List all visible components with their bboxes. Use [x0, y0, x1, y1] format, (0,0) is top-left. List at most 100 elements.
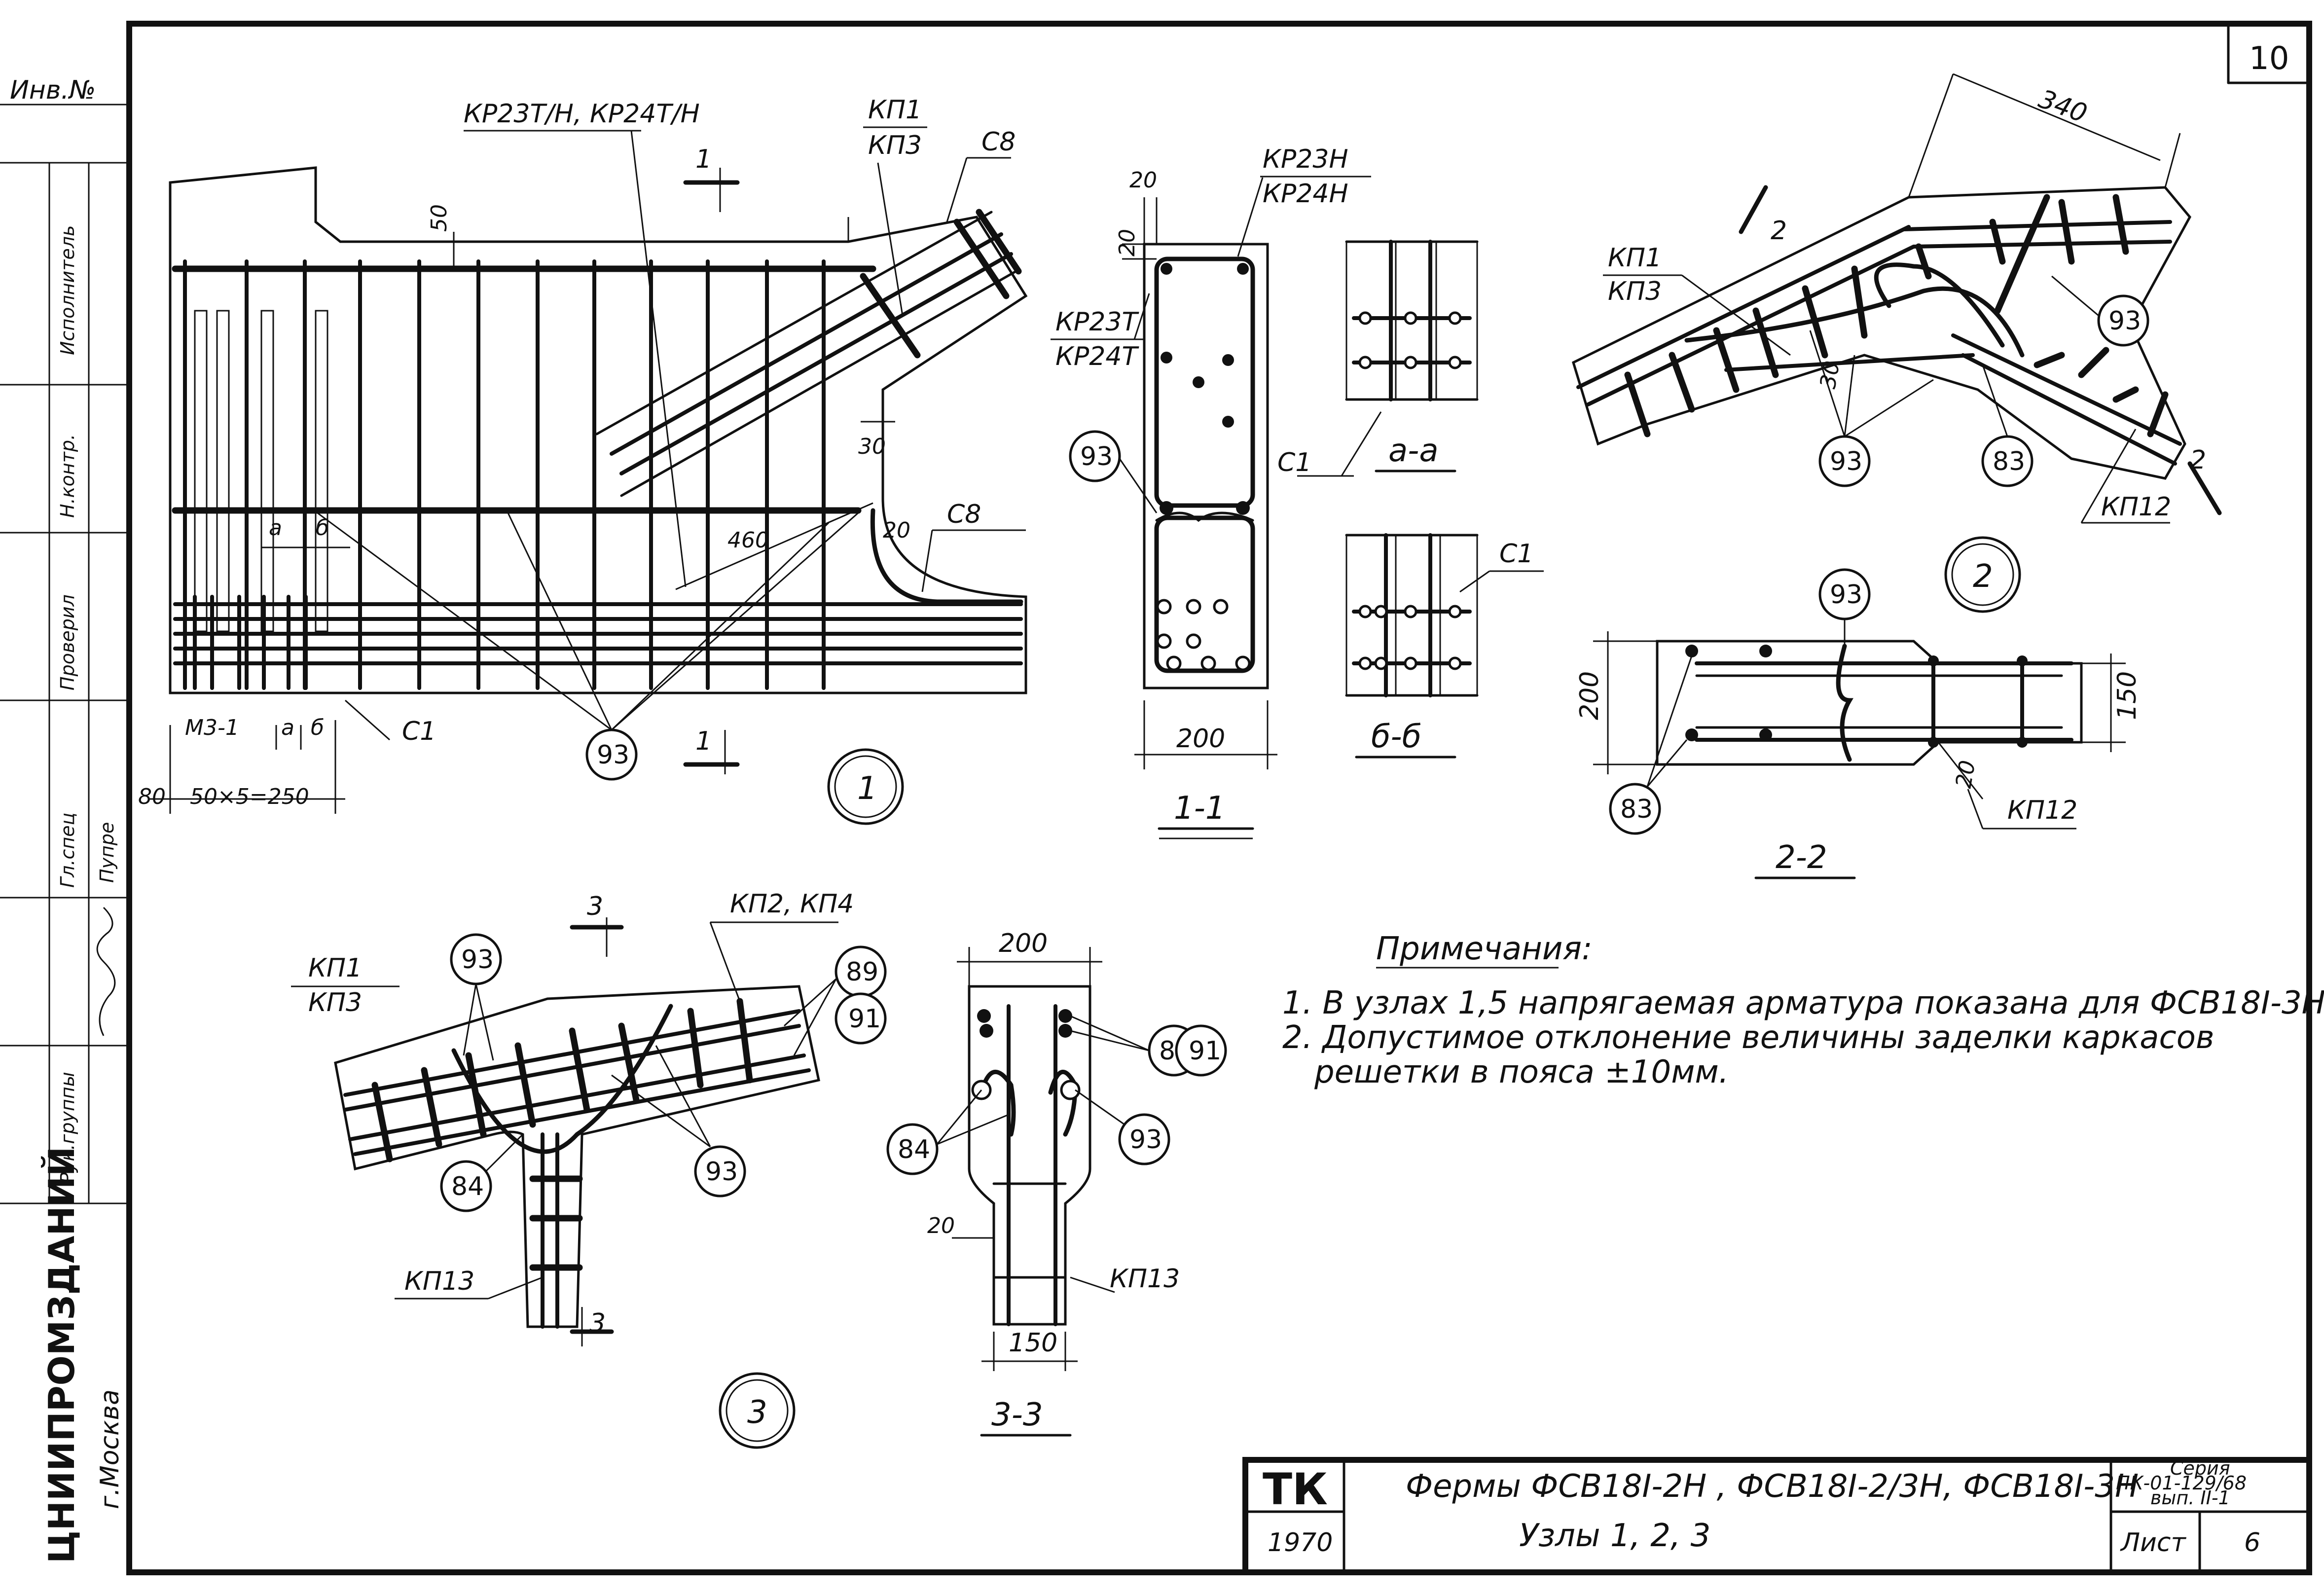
- sheet-frame: 10: [126, 21, 2312, 1575]
- node1-cut-top: 1: [695, 145, 712, 174]
- node2-outline: [1571, 186, 2192, 480]
- node2-kp3: КП3: [1608, 277, 1662, 306]
- node2-pos-93: 93: [1830, 447, 1862, 476]
- signer-name: Пупрe: [96, 822, 118, 883]
- series-issue: вып. II-1: [2150, 1487, 2230, 1509]
- sec33-w200: 200: [999, 929, 1048, 958]
- node1-stirrups: [183, 259, 826, 690]
- left-stamp-strip: Инв.№ Исполнитель Н.контр. Проверил Гл.с…: [0, 75, 129, 1563]
- node2-kp1: КП1: [1608, 243, 1662, 273]
- title-line-1: Фермы ФСВ18I-2Н , ФСВ18I-2/3Н, ФСВ18I-3Н: [1406, 1468, 2139, 1505]
- series-value: ПК-01-129/68: [2116, 1472, 2247, 1494]
- sec33-title: 3-3: [991, 1397, 1043, 1433]
- dim-span: 50×5=250: [190, 784, 309, 809]
- label-c1: С1: [402, 717, 436, 746]
- note-3: решетки в пояса ±10мм.: [1314, 1054, 1729, 1090]
- sec33-kp13: КП13: [1110, 1264, 1180, 1294]
- node-3: 3 3 КП2, КП4 КП1 КП3 93 89 91 84 93 КП13…: [291, 889, 887, 1449]
- sec11-kr23t: КР23Т: [1055, 307, 1139, 337]
- signature: [96, 907, 116, 1036]
- sec22-pos-83: 83: [1620, 795, 1653, 824]
- node2-kp12: КП12: [2101, 492, 2171, 522]
- node3-pos-93-top: 93: [461, 945, 494, 975]
- label-b-top: б: [316, 515, 329, 541]
- sheet-number: 10: [2249, 40, 2289, 77]
- node2-pos-83: 83: [1993, 447, 2025, 476]
- sec33-pos-91: 91: [1189, 1036, 1221, 1066]
- node3-kp13: КП13: [404, 1267, 474, 1296]
- dim-50: 50: [427, 204, 452, 232]
- sec33-d20: 20: [927, 1213, 955, 1238]
- sec11-width: 200: [1176, 724, 1225, 754]
- node3-cut-top: 3: [587, 892, 603, 921]
- sec11-pos-93: 93: [1080, 442, 1113, 472]
- sheet-value: 6: [2244, 1528, 2260, 1558]
- sec11-kr24n: КР24Н: [1263, 179, 1348, 209]
- node3-pos-91: 91: [848, 1004, 881, 1034]
- dim-80: 80: [138, 784, 166, 809]
- sec11-title: 1-1: [1174, 790, 1226, 827]
- node3-kp2: КП2, КП4: [730, 889, 854, 919]
- node1-outline: [169, 166, 1028, 694]
- section-3-3: 200 150 20 89 91 84 93 КП13 3-3: [886, 929, 1227, 1437]
- sec11-hollow-bars: [1156, 599, 1251, 671]
- section-1-1: 200 20 20 КР23Н КР24Н КР23Т КР24Т 93 1-1: [1051, 145, 1371, 839]
- city-name: г.Москва: [95, 1389, 125, 1509]
- sec11-kr23n: КР23Н: [1263, 145, 1348, 174]
- dim-30: 30: [858, 434, 886, 459]
- node2-stirrups: [1624, 194, 2169, 437]
- role-1: Исполнитель: [57, 225, 78, 355]
- sec33-pos-93: 93: [1129, 1125, 1162, 1155]
- dim-20: 20: [883, 518, 910, 543]
- sec33-pos-84: 84: [898, 1135, 930, 1164]
- node3-stirrups: [371, 998, 753, 1271]
- sec33-w150: 150: [1009, 1328, 1057, 1358]
- secBB-label: С1: [1499, 539, 1533, 569]
- node-1: 50 30 460 20 93 М3-1 а б С1 80 50×5=250 …: [138, 95, 1028, 825]
- label-c8-mid: С8: [947, 500, 981, 529]
- label-b-bottom: б: [311, 715, 324, 740]
- sec22-h150: 150: [2112, 671, 2142, 720]
- sec11-dim20-side: 20: [1115, 229, 1140, 256]
- node3-kp3: КП3: [308, 988, 362, 1017]
- series-label: Серия: [2170, 1457, 2230, 1479]
- sec11-kr24t: КР24Т: [1055, 342, 1139, 371]
- label-kr-top: КР23Т/Н, КР24Т/Н: [464, 99, 700, 129]
- node2-pos-93-right: 93: [2108, 306, 2141, 336]
- sec22-pos-93: 93: [1830, 580, 1862, 610]
- label-c8-top: С8: [981, 127, 1016, 157]
- node-2: 340 2 2 КП1 КП3 30 93 83 93 КП12 2: [1571, 73, 2222, 613]
- sheet-label: Лист: [2120, 1528, 2186, 1558]
- section-2-2: 93 83 200 150 20 КП12 2-2: [1575, 568, 2142, 879]
- note-2: 2. Допустимое отклонение величины заделк…: [1282, 1019, 2215, 1056]
- node1-diagonal: [595, 209, 1022, 497]
- role-4: Гл.спец: [57, 812, 78, 888]
- node1-cut-bottom: 1: [695, 726, 712, 756]
- node3-pos-89: 89: [846, 957, 878, 987]
- node2-dim-340: 340: [2035, 84, 2091, 129]
- sec22-kp12: КП12: [2007, 796, 2077, 825]
- node3-kp1: КП1: [308, 953, 362, 983]
- section-a-a: С1 а-а: [1277, 240, 1479, 477]
- notes-block: Примечания: 1. В узлах 1,5 напрягаемая а…: [1282, 931, 2324, 1090]
- org-name: ЦНИИПРОМЗДАНИЙ: [41, 1147, 82, 1563]
- stamp-year: 1970: [1268, 1528, 1333, 1558]
- label-m3: М3-1: [185, 715, 239, 740]
- label-kp1: КП1: [868, 95, 922, 125]
- role-3: Проверил: [57, 594, 78, 690]
- sec22-h200: 200: [1575, 671, 1604, 720]
- note-1: 1. В узлах 1,5 напрягаемая арматура пока…: [1282, 985, 2324, 1021]
- secAA-label: С1: [1277, 448, 1311, 477]
- secAA-title: а-а: [1388, 433, 1439, 469]
- node1-circle-label: 1: [857, 770, 877, 807]
- label-kp3: КП3: [868, 131, 922, 160]
- label-a-top: а: [269, 515, 282, 541]
- stamp-tk: ТК: [1263, 1464, 1328, 1515]
- node2-dim-30: 30: [1816, 359, 1845, 391]
- node3-pos-84: 84: [451, 1172, 484, 1201]
- section-b-b: С1 б-б: [1345, 533, 1544, 759]
- node1-pos-93: 93: [597, 740, 629, 770]
- role-2: Н.контр.: [57, 434, 78, 518]
- secBB-title: б-б: [1371, 719, 1421, 755]
